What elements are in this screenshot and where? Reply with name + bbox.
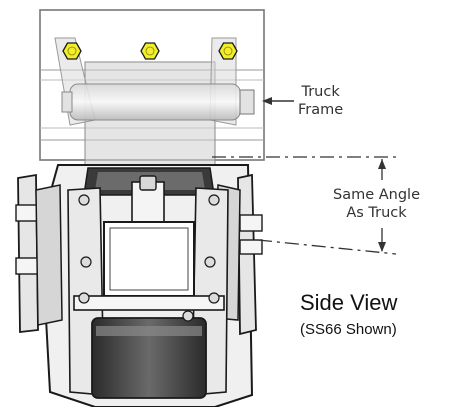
central-block — [103, 221, 195, 297]
lower-drum — [91, 317, 207, 399]
hex-bolt-icon — [218, 42, 238, 60]
mechanism-assembly — [15, 164, 263, 407]
central-block-inner — [109, 227, 189, 291]
mounting-bracket — [54, 37, 255, 169]
left-flange — [15, 173, 63, 334]
bolt-head — [80, 256, 92, 268]
same-angle-label-line1: Same Angle — [333, 187, 421, 203]
same-angle-label: Same Angle As Truck — [331, 186, 423, 222]
bolt-head — [204, 256, 216, 268]
arrow-left-icon — [262, 97, 294, 105]
cross-bar — [73, 295, 225, 311]
pivot-roll — [69, 83, 241, 121]
hex-bolt-icon — [62, 42, 82, 60]
view-title: Side View — [300, 290, 398, 315]
frame-bolts — [62, 42, 238, 60]
same-angle-label-line2: As Truck — [346, 205, 407, 221]
pivot-nut-left — [61, 91, 73, 113]
hex-bolt-icon — [140, 42, 160, 60]
center-nut — [139, 175, 157, 191]
truck-frame-label: Truck Frame — [298, 83, 343, 119]
view-subtitle: (SS66 Shown) — [300, 321, 397, 338]
bolt-head — [78, 194, 90, 206]
bolt-head — [208, 292, 220, 304]
angle-reference-line-bottom — [257, 239, 397, 255]
truck-frame-label-line2: Frame — [298, 102, 344, 118]
pivot-nut-right — [239, 89, 255, 115]
bolt-head — [208, 194, 220, 206]
dimension-line — [378, 159, 386, 252]
bolt-head — [78, 292, 90, 304]
truck-frame-label-line1: Truck — [301, 84, 340, 100]
bolt-head — [182, 310, 194, 322]
lower-drum-band — [96, 326, 202, 336]
